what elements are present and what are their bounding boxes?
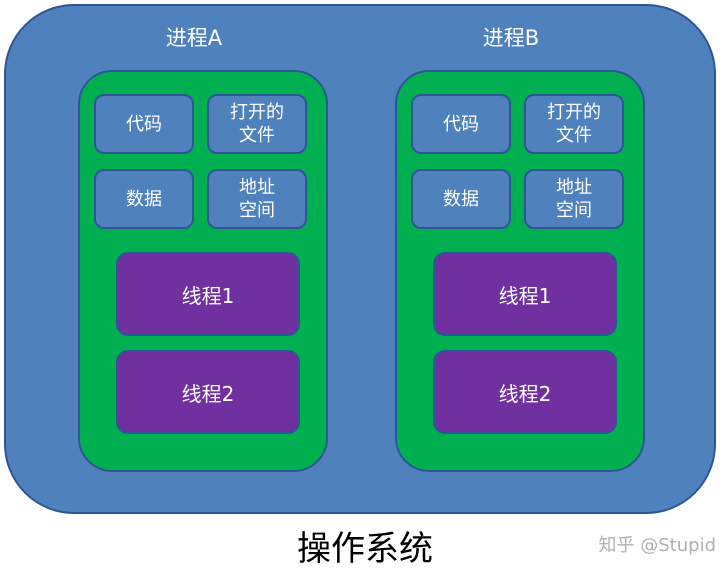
process-a-open-files: 打开的 文件 xyxy=(207,94,307,154)
process-b-box: 代码 打开的 文件 数据 地址 空间 线程1 线程2 xyxy=(395,70,645,472)
process-a-code: 代码 xyxy=(94,94,194,154)
process-a-thread-1: 线程1 xyxy=(116,252,300,336)
process-b-thread-1: 线程1 xyxy=(433,252,617,336)
process-b-open-files: 打开的 文件 xyxy=(524,94,624,154)
process-a-title: 进程A xyxy=(165,26,223,50)
process-a-data: 数据 xyxy=(94,169,194,229)
process-b-data: 数据 xyxy=(411,169,511,229)
process-b-code: 代码 xyxy=(411,94,511,154)
process-a-thread-2: 线程2 xyxy=(116,350,300,434)
operating-system-label: 操作系统 xyxy=(297,529,433,569)
process-b-thread-2: 线程2 xyxy=(433,350,617,434)
process-a-address-space: 地址 空间 xyxy=(207,169,307,229)
process-b-address-space: 地址 空间 xyxy=(524,169,624,229)
process-b-title: 进程B xyxy=(482,26,540,50)
process-a-box: 代码 打开的 文件 数据 地址 空间 线程1 线程2 xyxy=(78,70,328,472)
watermark: 知乎 @Stupid xyxy=(598,535,716,556)
